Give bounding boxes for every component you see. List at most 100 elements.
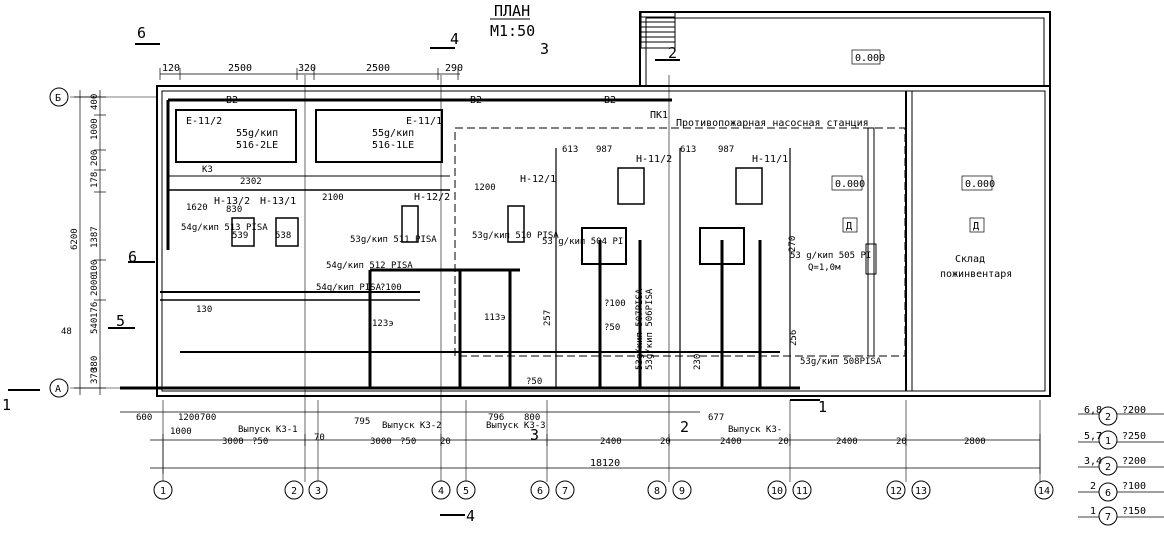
misc-795: 795 [354,417,370,427]
building-wall-outline [156,85,1051,397]
legend-circle-3: 2 [1105,462,1111,473]
axis-col-9: 9 [679,486,685,497]
dim-left-540: 540 [90,318,100,334]
dim-bot-3000b: 3000 [370,437,392,447]
dim-bot-d50b: ?50 [400,437,416,447]
axis-markers [49,87,1054,500]
door-box-2 [969,217,985,233]
dim-bot-3000a: 3000 [222,437,244,447]
instr-506: 53g/кип 506PISA [645,288,655,370]
tank-e11-2 [175,109,297,163]
level-box-3 [961,175,993,191]
outlet-k3-1: Выпуск К3-1 [238,425,298,435]
misc-987b: 987 [718,145,734,155]
dim-top-2500a: 2500 [228,63,252,74]
dim-total-18120: 18120 [590,458,620,469]
dim-bot-70: 70 [314,433,325,443]
misc-1200: 1200 [474,183,496,193]
section-1-right: 1 [818,398,827,416]
fire-hydrant-pk1: ПК1 [650,110,668,121]
axis-col-5: 5 [463,486,469,497]
level-mark-2: 0.000 [835,179,865,190]
axis-row-b: Б [55,93,61,104]
misc-d50b: ?50 [526,377,542,387]
misc-613b: 613 [680,145,696,155]
dim-left-1000: 1000 [90,118,100,140]
misc-796: 796 [488,413,504,423]
pump-h13-2 [231,217,255,247]
dim-bot-2400c: 2400 [836,437,858,447]
instr-504: 53 g/кип 504 PI [542,237,623,247]
pump-motor-h11-2 [617,167,645,205]
section-4-top: 4 [450,30,459,48]
axis-col-2: 2 [291,486,297,497]
misc-987a: 987 [596,145,612,155]
tank-e11-2-code: 516-2LE [236,140,278,151]
tank-e11-2-mark: Е-11/2 [186,116,222,127]
dim-top-120: 120 [162,63,180,74]
column-a [867,127,875,357]
dim-left-176: 176 [90,302,100,318]
section-cut-markers [8,43,820,516]
pump-body-h11-1 [699,227,745,265]
pump-h12-2-label: Н-12/2 [414,192,450,203]
dim-lines-bottom [120,411,1041,474]
section-3-top: 3 [540,40,549,58]
instr-513: 54g/кип 513 PISA [181,223,268,233]
level-box-1 [851,49,881,65]
misc-257: 257 [543,310,553,326]
misc-677: 677 [708,413,724,423]
pump-h12-1 [507,205,525,243]
stair [640,11,676,49]
pipe-mark-b2-3: В2 [604,95,616,106]
stair-treads [641,16,675,43]
legend-nums-4: 2 [1090,481,1096,492]
legend-leaders [1078,413,1164,518]
axis-col-8: 8 [654,486,660,497]
dim-lines-top [159,68,460,80]
pipe-mark-b2-1: В2 [226,95,238,106]
room-label-store-1: Склад [955,254,985,265]
level-mark-1: 0.000 [855,53,885,64]
dim-left-2000: 2000 [90,274,100,296]
section-3-bottom: 3 [530,426,539,444]
section-2-bottom: 2 [680,418,689,436]
pump-motor-h11-1 [735,167,763,205]
instr-508: 53g/кип 508PISA [800,357,882,367]
legend-circles [1098,406,1118,526]
instr-507: 53g/кип 507PISA [635,288,645,370]
dim-bot-1000: 1000 [170,427,192,437]
legend-dia-3: ?200 [1122,456,1146,467]
misc-d100a: ?100 [380,283,402,293]
misc-2302: 2302 [240,177,262,187]
dim-bot-2400a: 2400 [600,437,622,447]
misc-230: 230 [693,354,703,370]
legend-nums-1: 6,8 [1084,405,1102,416]
dim-bot-20d: 20 [896,437,907,447]
outlet-k3-4: Выпуск К3- [728,425,782,435]
dim-top-290: 290 [445,63,463,74]
building-inner-wall [161,90,1046,392]
upper-annex-wall [639,11,1051,86]
plan-title: ПЛАН [494,2,530,20]
section-1-left: 1 [2,396,11,414]
misc-113e: 113э [484,313,506,323]
instr-510: 53g/кип 510 PISA [472,231,559,241]
outlet-k3-2: Выпуск К3-2 [382,421,442,431]
misc-270: 270 [788,236,798,252]
room-label-store-2: пожинвентаря [940,269,1012,280]
dim-top-2500b: 2500 [366,63,390,74]
dim-left-100: 100 [90,260,100,276]
dim-left-200: 200 [90,150,100,166]
legend-circle-1: 2 [1105,412,1111,423]
dim-bot-20b: 20 [660,437,671,447]
dim-bot-20c: 20 [778,437,789,447]
tank-e11-1-mark: Е-11/1 [406,116,442,127]
axis-col-12: 12 [890,486,902,497]
pump-h13-2-label: Н-13/2 [214,196,250,207]
misc-700: 700 [200,413,216,423]
room-label-pump-station: Противопожарная насосная станция [676,118,869,129]
pipe-mark-b2-2: В2 [470,95,482,106]
dim-bot-1200: 1200 [178,413,200,423]
door-mark-2: Д [973,221,979,232]
